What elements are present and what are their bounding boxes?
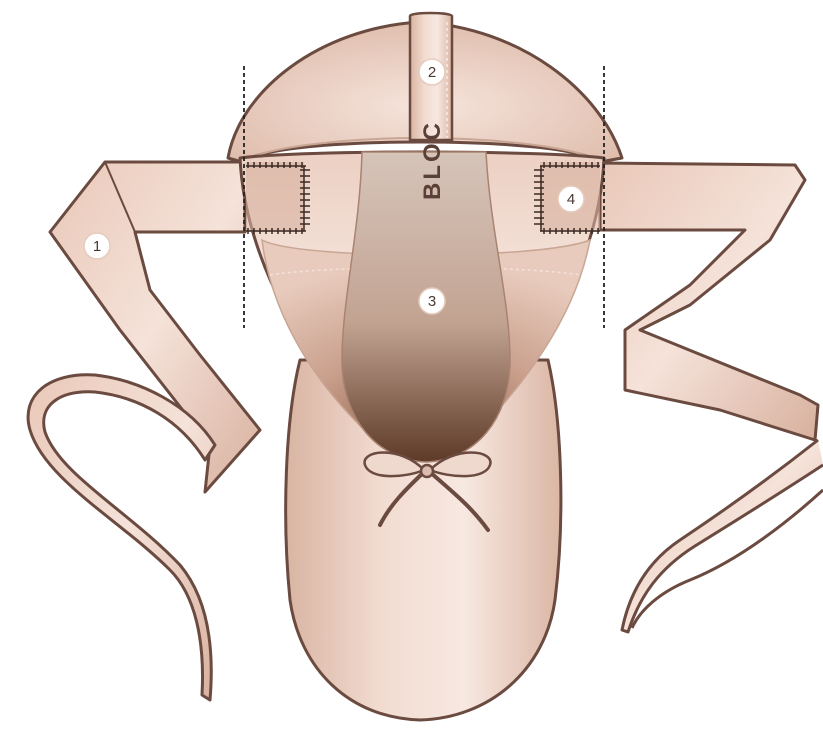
svg-text:4: 4 [567, 191, 575, 208]
brand-label: BLOC [419, 120, 446, 200]
svg-text:1: 1 [93, 238, 101, 255]
left-stitch-patch [246, 162, 310, 234]
svg-text:2: 2 [428, 64, 436, 81]
marker-4: 4 [558, 186, 584, 212]
right-ribbon [600, 163, 823, 632]
svg-text:3: 3 [428, 293, 436, 310]
marker-1: 1 [84, 233, 110, 259]
marker-3: 3 [419, 288, 445, 314]
marker-2: 2 [419, 59, 445, 85]
left-ribbon [28, 162, 260, 700]
